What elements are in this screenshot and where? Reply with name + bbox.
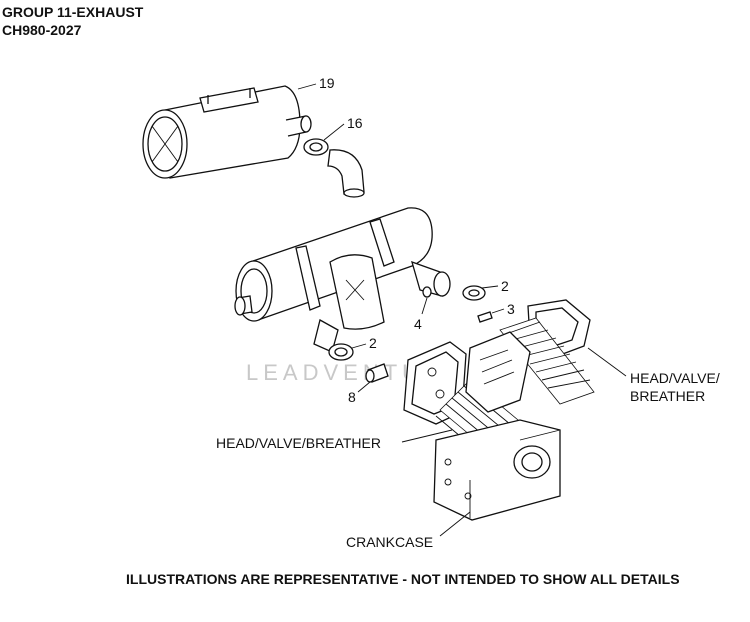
- label-head-left: HEAD/VALVE/BREATHER: [216, 435, 381, 451]
- label-head-right-line2: BREATHER: [630, 388, 705, 404]
- lower-muffler: [234, 207, 451, 353]
- callout-2-upper: 2: [501, 278, 509, 294]
- footer-disclaimer: ILLUSTRATIONS ARE REPRESENTATIVE - NOT I…: [126, 571, 680, 587]
- group-title: GROUP 11-EXHAUST: [2, 4, 144, 20]
- pipe-8: [365, 363, 389, 383]
- callout-19: 19: [319, 75, 335, 91]
- upper-muffler: [142, 85, 312, 179]
- leader-lines: [297, 83, 627, 537]
- stud-3: [477, 311, 493, 323]
- gasket-16: [303, 138, 329, 156]
- model-number: CH980-2027: [2, 22, 82, 38]
- gasket-2-lower: [328, 343, 354, 361]
- engine-block: [403, 299, 595, 521]
- callout-2-lower: 2: [369, 335, 377, 351]
- gasket-2-upper: [462, 285, 486, 301]
- callout-3: 3: [507, 301, 515, 317]
- exhaust-elbow: [327, 149, 365, 198]
- callout-16: 16: [347, 115, 363, 131]
- callout-4: 4: [414, 316, 422, 332]
- nut-4: [422, 286, 432, 298]
- callout-8: 8: [348, 389, 356, 405]
- label-crankcase: CRANKCASE: [346, 534, 433, 550]
- label-head-right-line1: HEAD/VALVE/: [630, 370, 720, 386]
